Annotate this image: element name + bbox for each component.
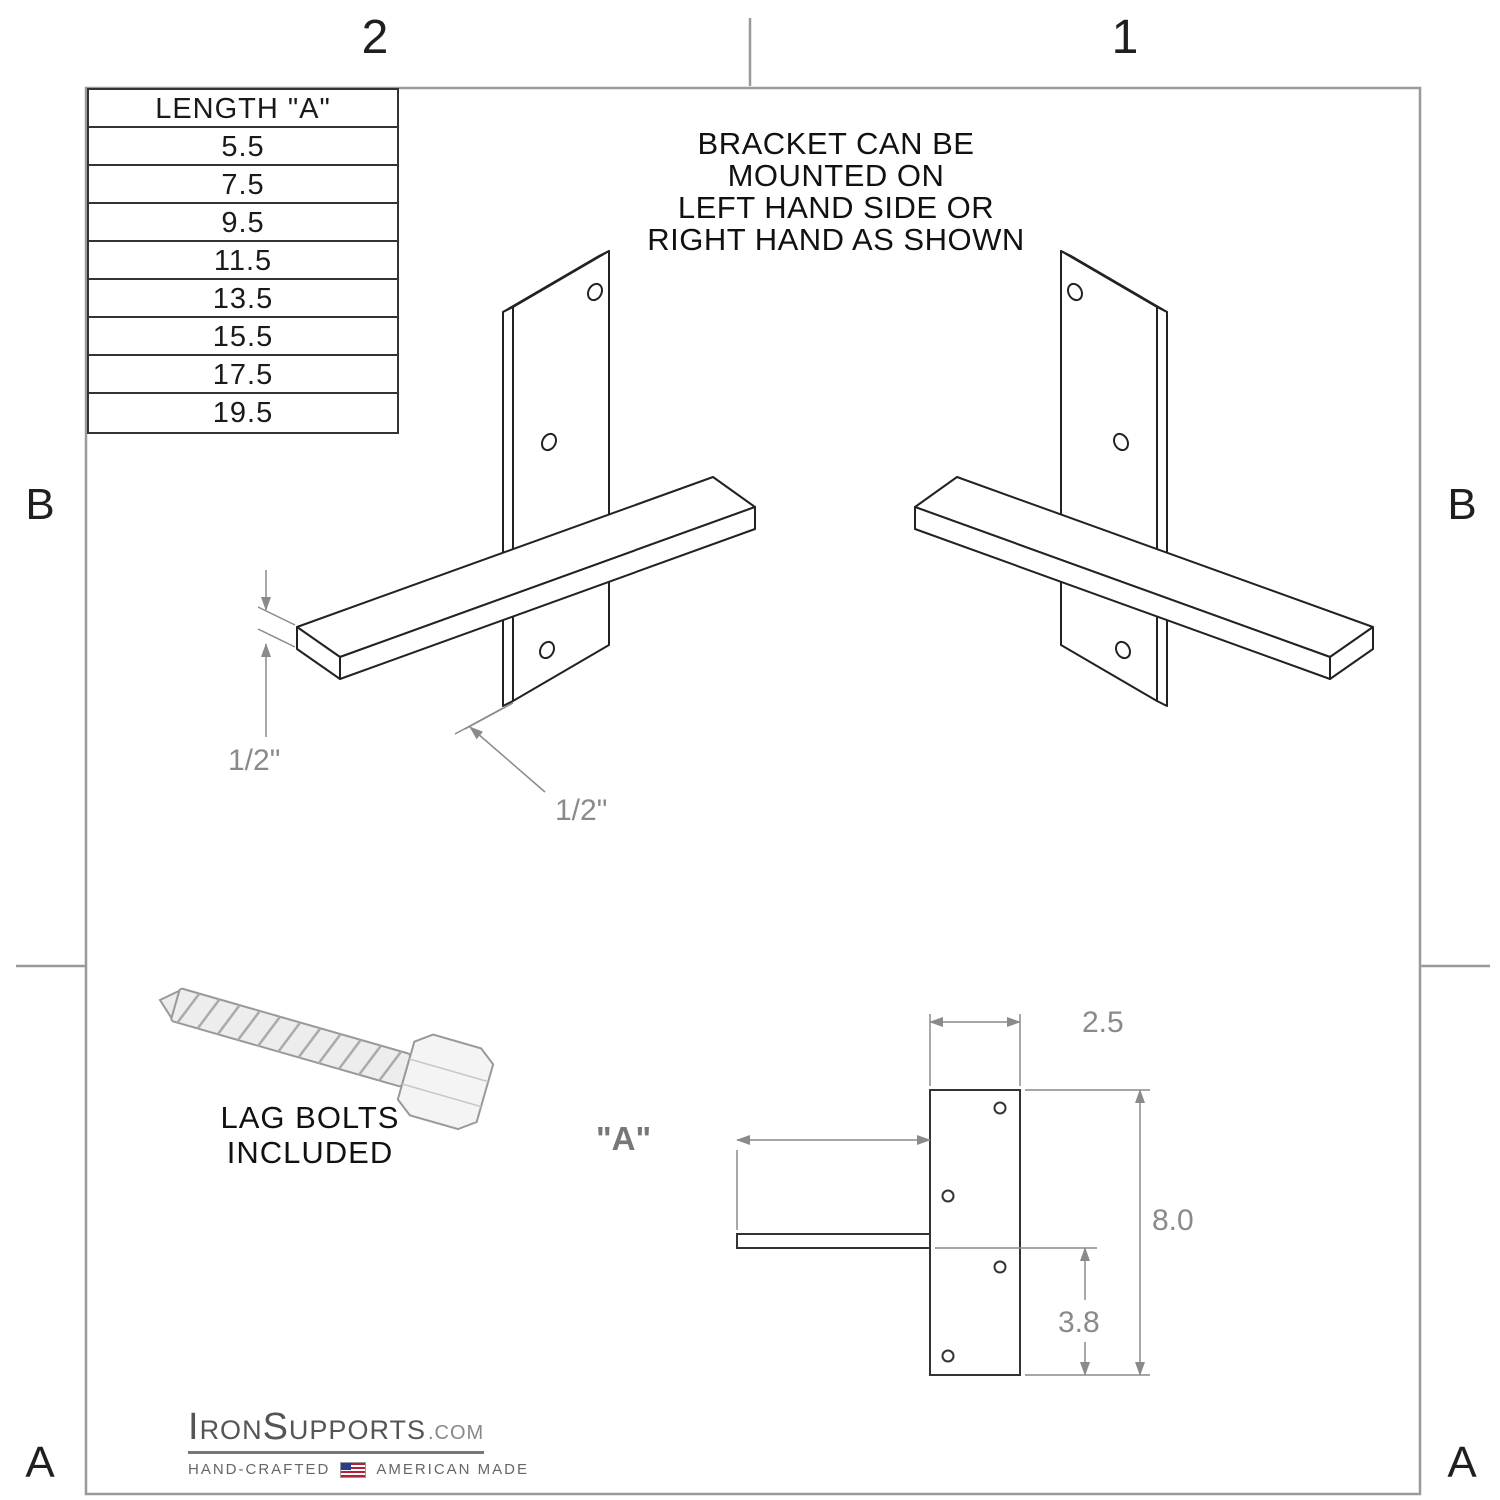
zone-label-a-left: A <box>25 1438 55 1487</box>
right-plate-hole-bottom <box>1115 640 1131 660</box>
ext-line-shelf-bottom <box>257 628 296 648</box>
brand-part: RON <box>199 1415 263 1445</box>
bolt-head-facet-top <box>409 1058 489 1083</box>
top-width-label: 2.5 <box>1082 1006 1124 1039</box>
length-table-row: 7.5 <box>89 166 397 204</box>
bolt-threads <box>176 992 403 1082</box>
sheet-border <box>84 86 1422 1496</box>
plate-thickness-label: 1/2" <box>555 794 607 827</box>
bolt-shaft <box>170 987 412 1088</box>
left-shelf-end-face <box>296 626 341 680</box>
side-view-hole-2 <box>941 1189 955 1203</box>
mounting-note-line: BRACKET CAN BE <box>697 126 975 161</box>
side-view-dimensions <box>736 1014 1150 1376</box>
brand-wordmark: IRONSUPPORTS.COM <box>188 1406 485 1454</box>
left-plate-hole-top <box>587 282 603 302</box>
lag-bolt-caption: LAG BOLTS INCLUDED <box>130 1100 490 1170</box>
side-view-hole-3 <box>993 1260 1007 1274</box>
tagline-american-made: AMERICAN MADE <box>376 1461 530 1478</box>
brand-part: I <box>188 1406 200 1448</box>
side-view-hole-4 <box>941 1349 955 1363</box>
right-shelf-end-face <box>1329 626 1374 680</box>
ext-line-plate-back <box>454 707 504 735</box>
length-table-row: 17.5 <box>89 356 397 394</box>
left-plate-hole-middle <box>541 432 557 452</box>
left-plate-front-face <box>512 250 610 702</box>
lag-bolt-illustration <box>158 987 495 1131</box>
right-plate-hole-middle <box>1113 432 1129 452</box>
right-plate-hole-top <box>1067 282 1083 302</box>
mounting-note-line: RIGHT HAND AS SHOWN <box>647 222 1025 257</box>
bracket-left-iso <box>296 250 756 707</box>
side-view-shelf <box>736 1233 931 1249</box>
lower-height-label: 3.8 <box>1058 1306 1100 1339</box>
right-plate-front-face <box>1060 250 1158 702</box>
lag-bolt-caption-line: INCLUDED <box>226 1135 394 1170</box>
zone-label-b-left: B <box>25 480 55 529</box>
zone-label-2: 2 <box>361 11 389 64</box>
ext-line-shelf-top <box>257 606 296 626</box>
bolt-hex-head <box>396 1033 495 1131</box>
length-table-row: 15.5 <box>89 318 397 356</box>
shelf-thickness-label: 1/2" <box>228 744 280 777</box>
mounting-note-line: MOUNTED ON <box>727 158 945 193</box>
length-table: LENGTH "A" 5.5 7.5 9.5 11.5 13.5 15.5 17… <box>87 88 399 434</box>
mounting-note: BRACKET CAN BE MOUNTED ON LEFT HAND SIDE… <box>612 128 1060 256</box>
brand-suffix: .COM <box>427 1422 485 1444</box>
right-plate-side-face <box>1156 306 1168 707</box>
side-view-hole-1 <box>993 1101 1007 1115</box>
brand-part: UPPORTS <box>288 1415 426 1445</box>
lag-bolt-caption-line: LAG BOLTS <box>220 1100 400 1135</box>
bracket-side-view <box>736 1089 1021 1376</box>
brand-part: S <box>262 1406 289 1448</box>
ironsupports-logo: IRONSUPPORTS.COM HAND-CRAFTED AMERICAN M… <box>188 1406 529 1478</box>
length-table-row: 9.5 <box>89 204 397 242</box>
length-table-row: 11.5 <box>89 242 397 280</box>
length-table-row: 13.5 <box>89 280 397 318</box>
side-view-plate <box>929 1089 1021 1376</box>
zone-label-b-right: B <box>1447 480 1477 529</box>
length-table-row: 5.5 <box>89 128 397 166</box>
leader-line-plate-thickness <box>469 726 546 793</box>
shelf-length-label: "A" <box>596 1120 651 1157</box>
left-plate-side-face <box>502 306 514 707</box>
us-flag-icon <box>340 1461 367 1478</box>
length-table-row: 19.5 <box>212 397 274 429</box>
brand-tagline: HAND-CRAFTED AMERICAN MADE <box>188 1461 529 1478</box>
zone-label-1: 1 <box>1111 11 1139 64</box>
mounting-note-line: LEFT HAND SIDE OR <box>677 190 995 225</box>
left-bracket-dimensions <box>257 570 546 793</box>
zone-label-a-right: A <box>1447 1438 1477 1487</box>
tagline-hand-crafted: HAND-CRAFTED <box>188 1461 331 1478</box>
length-table-header: LENGTH "A" <box>89 90 397 128</box>
left-plate-hole-bottom <box>539 640 555 660</box>
bracket-right-iso <box>914 250 1374 707</box>
overall-height-label: 8.0 <box>1152 1204 1194 1237</box>
bolt-head-facet-bottom <box>402 1083 482 1108</box>
